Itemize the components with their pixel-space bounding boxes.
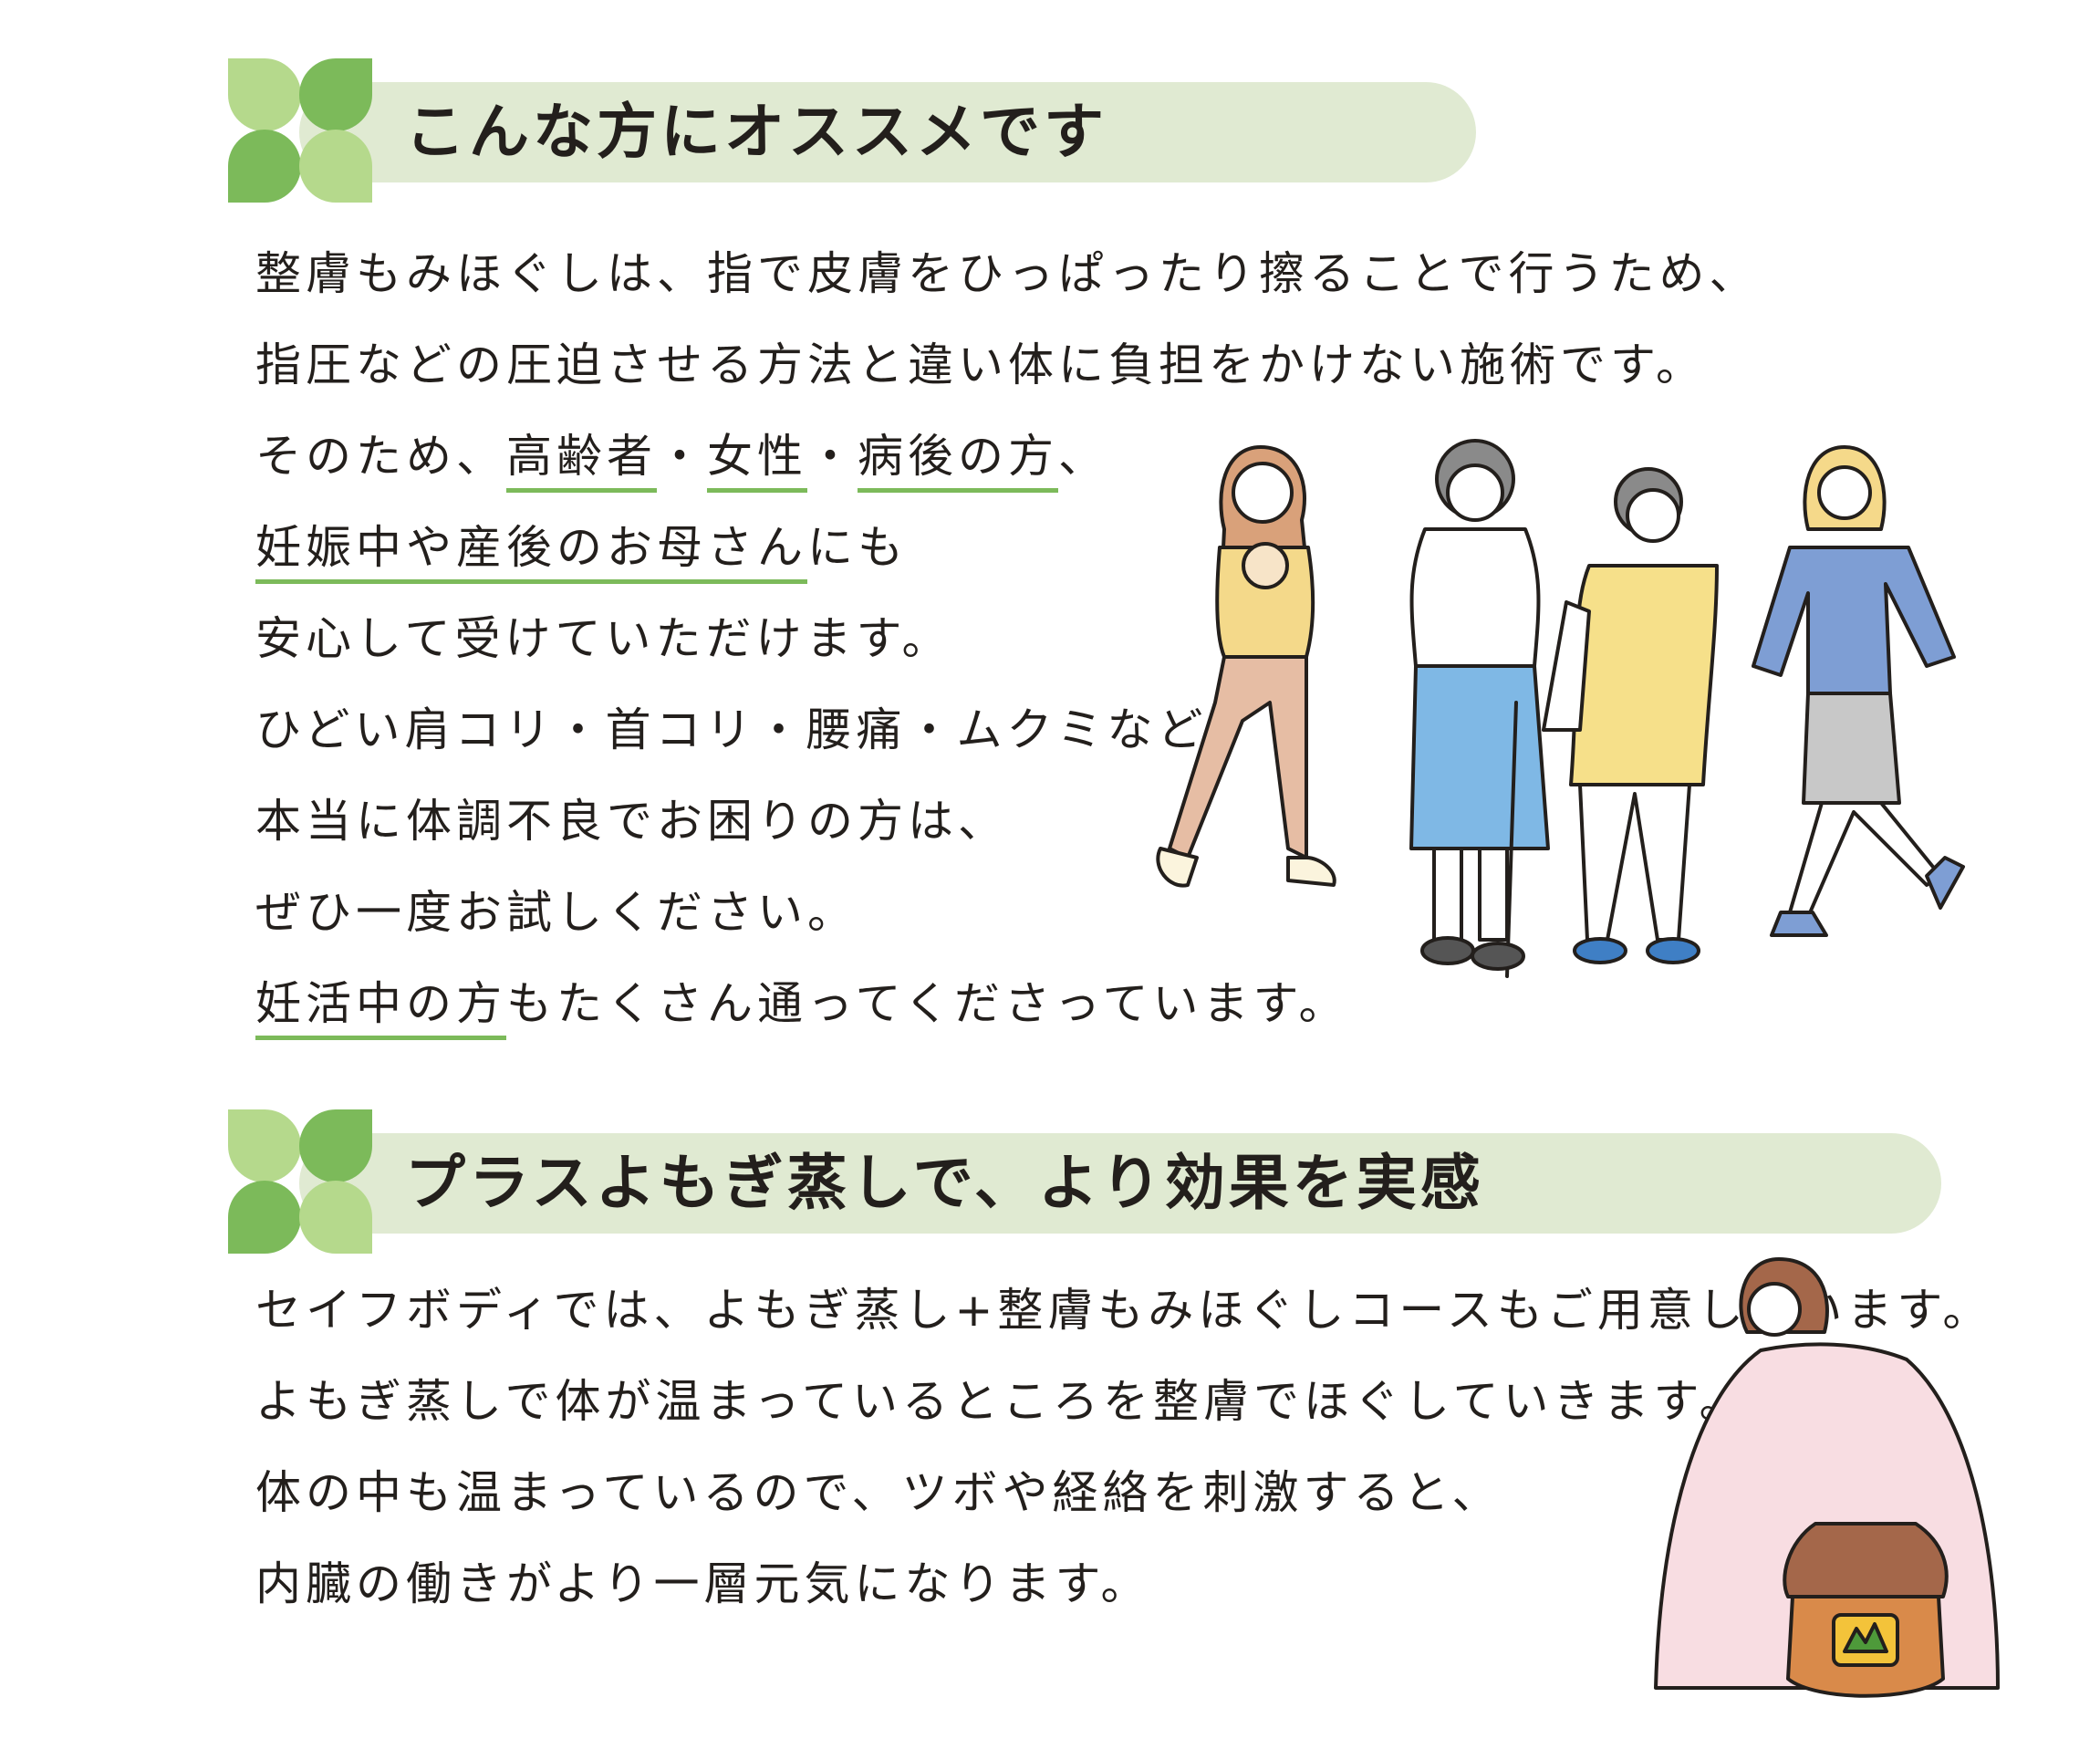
recommend-heading-text: こんな方にオススメです	[405, 97, 1107, 167]
yomogi-heading-text: プラスよもぎ蒸しで、より効果を実感	[405, 1148, 1484, 1218]
body-text-fragment: そのため、	[255, 430, 506, 483]
recommend-line: そのため、高齢者・女性・病後の方、	[255, 411, 1760, 502]
recommend-line: 妊娠中や産後のお母さんにも	[255, 502, 1760, 593]
recommend-line: 指圧などの圧迫させる方法と違い体に負担をかけない施術です。	[255, 319, 1760, 411]
yomogi-line: 体の中も温まっているので、ツボや経絡を刺激すると、	[255, 1466, 1502, 1519]
recommend-line: 整膚もみほぐしは、指で皮膚をひっぱったり擦ることで行うため、	[255, 228, 1760, 319]
clover-icon	[228, 58, 372, 203]
body-text-fragment: ひどい肩コリ・首コリ・腰痛・ムクミなど、	[255, 703, 1255, 756]
grandmother-figure	[1409, 439, 1550, 978]
body-text-fragment: 整膚もみほぐしは、指で皮膚をひっぱったり擦ることで行うため、	[255, 247, 1760, 300]
mother-figure	[1156, 445, 1336, 888]
yomogi-line: セイフボディでは、よもぎ蒸し+整膚もみほぐしコースもご用意しています。	[255, 1284, 1993, 1337]
underlined-target: 病後の方	[858, 430, 1058, 493]
body-text-fragment: にも	[807, 521, 908, 574]
body-text-fragment: もたくさん通ってくださっています。	[506, 977, 1349, 1030]
underlined-target: 女性	[707, 430, 807, 493]
underlined-target: 高齢者	[506, 430, 657, 493]
recommend-body: 整膚もみほぐしは、指で皮膚をひっぱったり擦ることで行うため、指圧などの圧迫させる…	[255, 228, 1760, 1049]
recommend-line: 妊活中の方もたくさん通ってくださっています。	[255, 958, 1760, 1049]
yomogi-line: よもぎ蒸しで体が温まっているところを整膚でほぐしていきます。	[255, 1375, 1750, 1428]
yomogi-steam-illustration	[1654, 1257, 2000, 1698]
heading-pill	[299, 1133, 1941, 1234]
body-text-fragment: 指圧などの圧迫させる方法と違い体に負担をかけない施術です。	[255, 338, 1706, 391]
yomogi-line: 内臓の働きがより一層元気になります。	[255, 1557, 1151, 1610]
heading-pill	[299, 82, 1476, 182]
recommend-line: 本当に体調不良でお困りの方は、	[255, 776, 1760, 867]
body-text-fragment: ・	[807, 430, 858, 483]
body-text-fragment: 本当に体調不良でお困りの方は、	[255, 795, 1008, 848]
women-group-illustration	[1156, 439, 1965, 978]
pregnant-woman-figure	[1542, 467, 1719, 964]
body-text-fragment: 、	[1058, 430, 1108, 483]
underlined-target: 妊活中の方	[255, 977, 506, 1040]
yomogi-body: セイフボディでは、よもぎ蒸し+整膚もみほぐしコースもご用意しています。 よもぎ蒸…	[255, 1265, 1992, 1630]
underlined-target: 妊娠中や産後のお母さん	[255, 521, 807, 584]
body-text-fragment: 安心して受けていただけます。	[255, 612, 952, 665]
business-woman-figure	[1752, 445, 1965, 937]
recommend-line: ひどい肩コリ・首コリ・腰痛・ムクミなど、	[255, 684, 1760, 776]
recommend-line: 安心して受けていただけます。	[255, 593, 1760, 684]
clover-icon	[228, 1109, 372, 1254]
body-text-fragment: ぜひ一度お試しください。	[255, 886, 858, 939]
body-text-fragment: ・	[657, 430, 707, 483]
recommend-line: ぜひ一度お試しください。	[255, 867, 1760, 958]
